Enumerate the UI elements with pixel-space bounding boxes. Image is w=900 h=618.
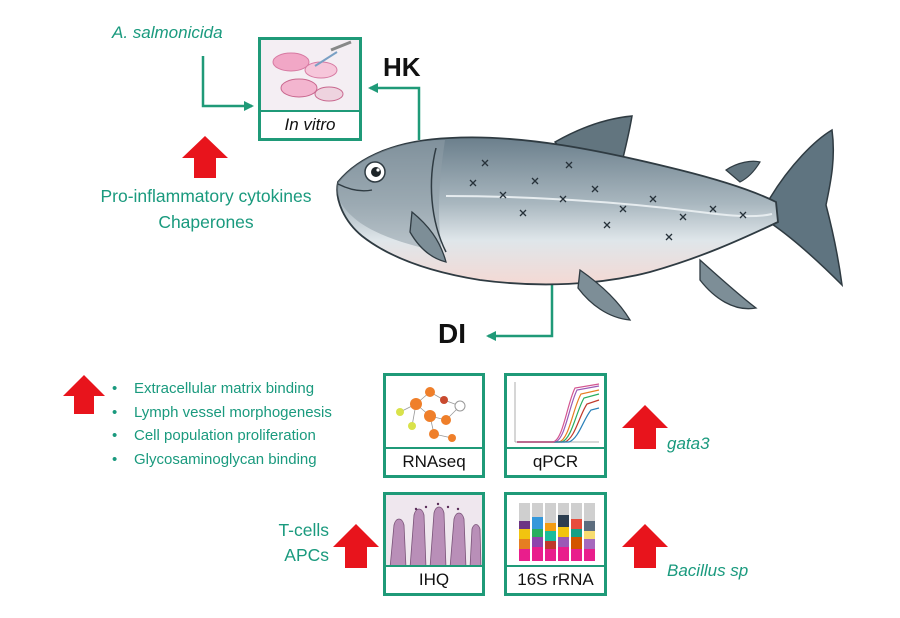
ihq-caption: IHQ [386,565,482,593]
pathogen-label: A. salmonicida [112,23,223,42]
hk-response-line2: Chaperones [158,212,254,232]
go-term-item: Lymph vessel morphogenesis [112,401,332,425]
hk-connector [368,83,421,140]
up-arrow-cells [333,524,379,568]
up-arrow-gata3 [622,405,668,449]
di-connector [486,270,554,341]
rrna-caption: 16S rRNA [507,565,604,593]
hk-response-text: Pro-inflammatory cytokines Chaperones [60,183,352,235]
cell-types-text: T-cells APCs [263,518,329,568]
network-graph-image [386,376,482,449]
go-term-item: Extracellular matrix binding [112,377,332,401]
rrna-box: 16S rRNA [504,492,607,596]
qpcr-box: qPCR [504,373,607,478]
up-arrow-go-terms [63,375,105,414]
hk-response-line1: Pro-inflammatory cytokines [100,186,312,206]
up-arrow-bacillus [622,524,668,568]
cell-type-apcs: APCs [284,545,329,565]
rnaseq-caption: RNAseq [386,447,482,475]
tissue-hk-label: HK [383,52,421,82]
go-term-item: Glycosaminoglycan binding [112,448,332,472]
qpcr-caption: qPCR [507,447,604,475]
gene-gata3-label: gata3 [667,434,710,453]
tissue-di-label: DI [438,318,466,349]
ihq-box: IHQ [383,492,485,596]
stacked-bar-image [507,495,604,567]
salmon-illustration [336,115,844,321]
amplification-curve-image [507,376,604,449]
go-term-item: Cell population proliferation [112,424,332,448]
cell-type-tcells: T-cells [278,520,329,540]
rnaseq-box: RNAseq [383,373,485,478]
pathogen-connector [201,56,254,111]
invitro-box: In vitro [258,37,362,141]
invitro-caption: In vitro [261,110,359,138]
histology-image [386,495,482,567]
go-terms-list: Extracellular matrix binding Lymph vesse… [112,377,332,471]
bacteria-label: Bacillus sp [667,561,749,580]
up-arrow-hk [182,136,228,178]
petri-dish-image [261,40,359,112]
